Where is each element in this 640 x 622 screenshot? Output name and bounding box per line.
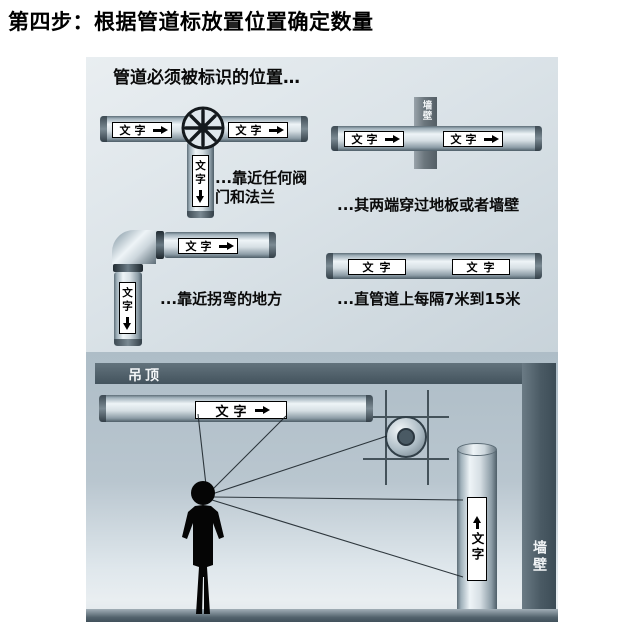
pipe-bore [397, 428, 415, 446]
pipe-marker-vertical: 文字 [467, 497, 487, 581]
marker-text: 文字 [215, 404, 252, 420]
wall-bar-label-text: 墙壁 [420, 100, 432, 121]
page-title: 第四步：根据管道标放置位置确定数量 [8, 10, 374, 34]
flange-ring [113, 264, 143, 272]
pipe-marker-vertical: 文字 [119, 282, 136, 334]
flange-ring [156, 231, 164, 259]
arrow-right-icon [218, 241, 234, 251]
arrow-right-icon [384, 134, 400, 144]
marker-text: 文字 [194, 159, 206, 187]
diagram-panel: 管道必须被标识的位置… 文字 文字 文字 ...靠近任何阀 [86, 57, 558, 622]
marker-text: 文字 [121, 286, 133, 314]
marker-text: 文字 [466, 261, 501, 274]
arrow-down-icon [123, 316, 132, 330]
scene-wall-bar [522, 363, 556, 622]
arrow-right-icon [152, 125, 168, 135]
pipe-marker: 文字 [348, 259, 406, 275]
marker-text: 文字 [119, 124, 150, 137]
arrow-up-icon [472, 515, 482, 529]
marker-text: 文字 [362, 261, 397, 274]
room-scene: 吊顶 墙壁 文字 文字 [86, 352, 558, 622]
examples-panel: 管道必须被标识的位置… 文字 文字 文字 ...靠近任何阀 [86, 57, 558, 352]
pipe-top-cap [457, 443, 497, 456]
arrow-right-icon [268, 125, 284, 135]
caption-line: 门和法兰 [215, 187, 276, 206]
ceiling-bar [95, 363, 556, 384]
wall-bar-label: 墙壁 [414, 100, 437, 124]
elbow-bend-piece [112, 230, 156, 264]
caption-through-wall: ...其两端穿过地板或者墙壁 [337, 196, 520, 214]
marker-text: 文字 [351, 133, 382, 146]
pipe-marker-vertical: 文字 [192, 155, 209, 207]
valve-handwheel-icon [181, 106, 225, 150]
marker-text: 文字 [469, 531, 485, 563]
person-silhouette [182, 481, 224, 614]
pipe-marker: 文字 [195, 401, 287, 420]
arrow-right-icon [254, 405, 270, 415]
pipe-marker: 文字 [443, 131, 503, 147]
pipe-marker: 文字 [228, 122, 288, 138]
pipe-cross-section [385, 416, 427, 458]
caption-straight-interval: ...直管道上每隔7米到15米 [337, 290, 521, 308]
construction-line [427, 390, 429, 485]
caption-line: ...靠近任何阀 [215, 169, 308, 187]
pipe-marker: 文字 [452, 259, 510, 275]
scene-wall-label-text: 墙壁 [531, 540, 547, 574]
marker-text: 文字 [235, 124, 266, 137]
pipe-marker: 文字 [344, 131, 404, 147]
caption-bend: ...靠近拐弯的地方 [160, 290, 283, 308]
ceiling-label: 吊顶 [128, 368, 162, 384]
arrow-right-icon [483, 134, 499, 144]
construction-line [363, 458, 449, 460]
pipe-marker: 文字 [178, 238, 238, 254]
scene-wall-label: 墙壁 [522, 540, 556, 578]
panel-heading: 管道必须被标识的位置… [113, 68, 300, 88]
arrow-down-icon [196, 189, 205, 203]
pipe-marker: 文字 [112, 122, 172, 138]
marker-text: 文字 [450, 133, 481, 146]
marker-text: 文字 [185, 240, 216, 253]
floor-strip [86, 609, 558, 622]
caption-valve-flange: ...靠近任何阀 门和法兰 [215, 169, 307, 207]
